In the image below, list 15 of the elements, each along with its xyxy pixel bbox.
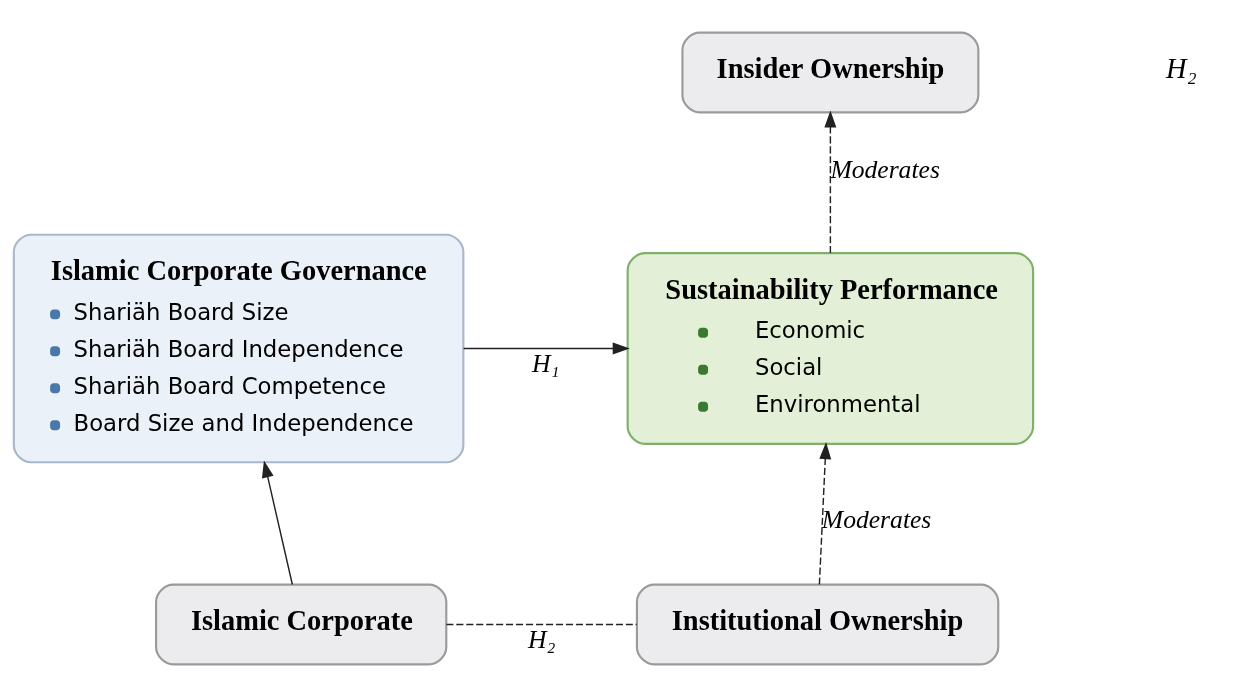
arrow [261, 460, 294, 586]
node-box: Islamic Corporate [155, 583, 448, 666]
node-box: Institutional Ownership [635, 583, 1000, 666]
arrow [824, 110, 837, 254]
arrow [462, 342, 630, 355]
arrow [818, 442, 832, 586]
node-box: Sustainability Performance Economic Social Environmental [626, 252, 1035, 445]
label: H₂ [1166, 53, 1197, 85]
edge-label: H₁ [532, 348, 560, 378]
node-box: Islamic Corporate Governance Shariäh Board Size Shariäh Board Independence Shariäh Board Competence Board Size and Independence [12, 233, 465, 464]
edge-label: H₂ [528, 624, 556, 654]
edge-label: Moderates [830, 155, 940, 185]
edge-label: Moderates [821, 505, 932, 535]
node-box: Insider Ownership [681, 31, 980, 114]
connector [445, 623, 638, 626]
